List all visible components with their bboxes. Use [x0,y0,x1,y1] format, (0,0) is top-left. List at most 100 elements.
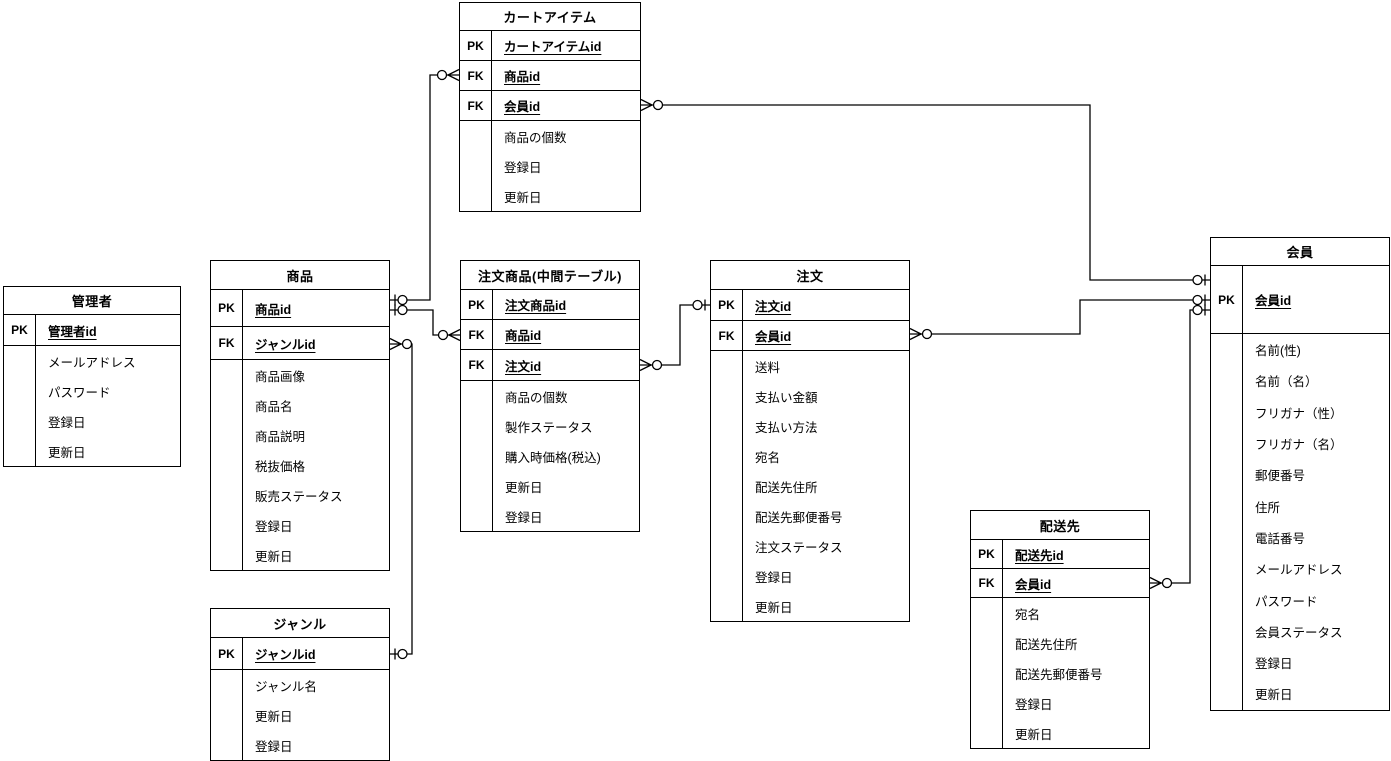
attribute: パスワード [48,385,111,400]
relation-3 [639,299,710,372]
key-column-spacer [711,351,743,621]
attribute-list: 商品画像商品名商品説明税抜価格販売ステータス登録日更新日 [243,360,389,570]
attribute: 更新日 [255,709,293,724]
attribute: フリガナ（性） [1255,406,1343,421]
fk-label: FK [460,61,492,90]
attribute-section: 商品画像商品名商品説明税抜価格販売ステータス登録日更新日 [211,360,389,570]
attribute: 商品の個数 [504,130,567,145]
key-row: PK 注文商品id [461,290,639,320]
relation-1 [390,304,461,342]
key-column-spacer [1211,334,1243,710]
attribute: 更新日 [504,190,542,205]
fk-label: FK [460,91,492,120]
attribute: 配送先住所 [755,480,818,495]
attribute: 更新日 [48,445,86,460]
fk-label: FK [461,350,493,380]
key-row: FK 会員id [711,321,909,351]
fk-label: FK [711,321,743,350]
attribute: 配送先住所 [1015,637,1078,652]
attribute: 配送先郵便番号 [755,510,843,525]
attribute-section: メールアドレスパスワード登録日更新日 [4,346,180,466]
attribute: 更新日 [755,600,793,615]
attribute: 会員ステータス [1255,625,1343,640]
fk-label: FK [211,327,243,359]
attribute: 宛名 [755,450,781,465]
pk-label: PK [4,315,36,345]
attribute: 郵便番号 [1255,469,1306,484]
attribute: ジャンル名 [255,679,317,694]
attribute: 登録日 [255,519,293,534]
key-column-spacer [461,381,493,531]
attribute-list: 名前(性)名前（名）フリガナ（性）フリガナ（名）郵便番号住所電話番号メールアドレ… [1243,334,1389,710]
fk-label: FK [461,320,493,349]
attribute: 支払い方法 [755,420,818,435]
attribute: 住所 [1255,500,1281,515]
attribute-list: 商品の個数製作ステータス購入時価格(税込)更新日登録日 [493,381,639,531]
key-attribute-name: 会員id [1255,294,1292,308]
relation-5 [909,294,1210,341]
attribute: 送料 [755,360,781,375]
key-attribute-name: 会員id [504,100,541,114]
attribute-list: ジャンル名更新日登録日 [243,670,389,760]
entity-title-cart-item: カートアイテム [460,3,640,31]
attribute: 税抜価格 [255,459,306,474]
attribute-section: 宛名配送先住所配送先郵便番号登録日更新日 [971,598,1149,748]
pk-label: PK [211,638,243,669]
attribute: 登録日 [1015,697,1053,712]
attribute-section: 商品の個数製作ステータス購入時価格(税込)更新日登録日 [461,381,639,531]
entity-title-shipping-address: 配送先 [971,511,1149,540]
attribute: 支払い金額 [755,390,818,405]
key-row: PK 会員id [1211,266,1389,334]
entity-title-order: 注文 [711,261,909,290]
attribute-list: メールアドレスパスワード登録日更新日 [36,346,180,466]
key-attribute-name: カートアイテムid [504,40,602,54]
entity-title-product: 商品 [211,261,389,290]
attribute: パスワード [1255,594,1318,609]
attribute: 宛名 [1015,607,1041,622]
key-attribute-name: 管理者id [48,324,97,339]
pk-label: PK [211,290,243,326]
key-attribute-name: 注文id [505,359,542,374]
key-attribute-name: 商品id [504,70,541,84]
attribute: 登録日 [505,510,543,525]
attribute: フリガナ（名） [1255,438,1343,453]
relation-2 [389,337,413,660]
attribute: 更新日 [505,480,543,495]
attribute: 更新日 [1015,727,1053,742]
attribute: 登録日 [1255,657,1293,672]
attribute-section: 送料支払い金額支払い方法宛名配送先住所配送先郵便番号注文ステータス登録日更新日 [711,351,909,621]
attribute-list: 送料支払い金額支払い方法宛名配送先住所配送先郵便番号注文ステータス登録日更新日 [743,351,909,621]
attribute-section: ジャンル名更新日登録日 [211,670,389,760]
pk-label: PK [461,290,493,319]
attribute: 登録日 [255,739,293,754]
attribute: 商品説明 [255,429,306,444]
attribute: 更新日 [255,549,293,564]
attribute-section: 名前(性)名前（名）フリガナ（性）フリガナ（名）郵便番号住所電話番号メールアドレ… [1211,334,1389,710]
key-column-spacer [971,598,1003,748]
pk-label: PK [1211,266,1243,333]
key-row: FK 注文id [461,350,639,381]
entity-title-admin: 管理者 [4,287,180,315]
attribute: 購入時価格(税込) [505,450,601,465]
attribute: 電話番号 [1255,531,1306,546]
attribute: 更新日 [1255,688,1293,703]
relation-0 [390,68,460,306]
key-attribute-name: ジャンルid [255,337,316,352]
key-attribute-name: 注文商品id [505,299,567,313]
key-attribute-name: 会員id [755,330,792,344]
attribute: 登録日 [48,415,86,430]
key-column-spacer [4,346,36,466]
attribute: 登録日 [504,160,542,175]
entity-title-order-product: 注文商品(中間テーブル) [461,261,639,290]
key-row: FK 商品id [460,61,640,91]
